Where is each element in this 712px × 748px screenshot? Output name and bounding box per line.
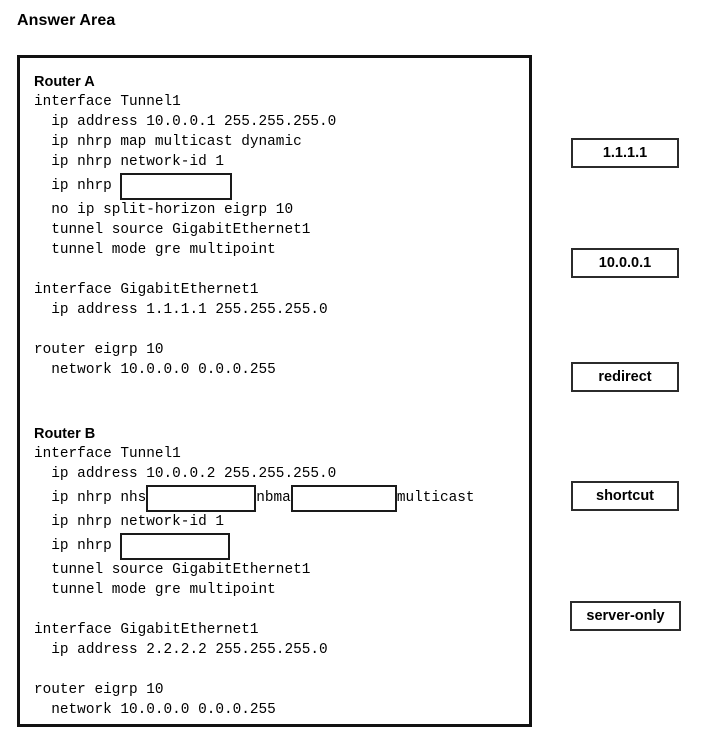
drop-target-router-a-nhrp[interactable] [120,172,233,200]
answer-token-redirect[interactable]: redirect [571,362,679,392]
config-line: ip address 2.2.2.2 255.255.255.0 [34,642,328,658]
config-line: no ip split-horizon eigrp 10 [34,202,294,218]
config-line: ip address 10.0.0.1 255.255.255.0 [34,114,337,130]
router-b-config: Router B interface Tunnel1 ip address 10… [34,424,523,720]
config-line: tunnel mode gre multipoint [34,582,276,598]
config-blank-line [34,600,523,620]
config-line-middle: nbma [256,490,291,506]
config-line: interface GigabitEthernet1 [34,622,259,638]
config-line: tunnel source GigabitEthernet1 [34,222,311,238]
config-line-prefix: ip nhrp [34,538,121,554]
answer-token-ip-10-0-0-1[interactable]: 10.0.0.1 [571,248,679,278]
config-blank-line [34,660,523,680]
config-line-suffix: multicast [396,490,475,506]
router-a-label: Router A [34,74,95,90]
config-line: ip address 1.1.1.1 255.255.255.0 [34,302,328,318]
router-b-label: Router B [34,426,96,442]
config-line: ip nhrp network-id 1 [34,514,224,530]
drop-target-router-b-nhrp[interactable] [120,532,231,560]
config-line: router eigrp 10 [34,682,164,698]
config-line: interface Tunnel1 [34,446,181,462]
config-line-with-dropzone: ip nhrp nhs nbma multicast [34,484,523,512]
config-line-prefix: ip nhrp nhs [34,490,147,506]
drop-target-router-b-nhs[interactable] [146,484,257,512]
config-line: interface Tunnel1 [34,94,181,110]
config-line: network 10.0.0.0 0.0.0.255 [34,702,276,718]
answer-token-server-only[interactable]: server-only [570,601,681,631]
config-blank-line [34,320,523,340]
config-line-with-dropzone: ip nhrp [34,532,523,560]
config-line: tunnel source GigabitEthernet1 [34,562,311,578]
config-line: ip address 10.0.0.2 255.255.255.0 [34,466,337,482]
page-title: Answer Area [17,12,116,29]
config-blank-line [34,260,523,280]
answer-token-ip-1-1-1-1[interactable]: 1.1.1.1 [571,138,679,168]
answer-token-shortcut[interactable]: shortcut [571,481,679,511]
drop-target-router-b-nbma[interactable] [290,484,397,512]
router-a-config: Router A interface Tunnel1 ip address 10… [34,72,523,380]
config-line-prefix: ip nhrp [34,178,121,194]
answer-area-box: Router A interface Tunnel1 ip address 10… [17,55,532,727]
config-line: network 10.0.0.0 0.0.0.255 [34,362,276,378]
config-line: router eigrp 10 [34,342,164,358]
config-line: tunnel mode gre multipoint [34,242,276,258]
config-line: ip nhrp network-id 1 [34,154,224,170]
config-line: interface GigabitEthernet1 [34,282,259,298]
config-line-with-dropzone: ip nhrp [34,172,523,200]
config-line: ip nhrp map multicast dynamic [34,134,302,150]
